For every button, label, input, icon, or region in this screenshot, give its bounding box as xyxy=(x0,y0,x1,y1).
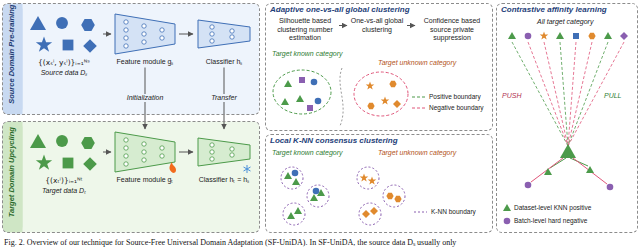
stage-panel: Local K-NN consensus clustering xyxy=(265,134,493,233)
domain-panel: Target Domain Upcycling {(xₜⁱ)}ᵢ₌₁ᴺᵗTarge… xyxy=(2,121,260,233)
panel-heading: Contrastive affinity learning xyxy=(497,4,637,15)
connector-arrow xyxy=(103,152,111,153)
panel-heading: Local K-NN consensus clustering xyxy=(266,135,492,146)
target-samples xyxy=(30,134,97,171)
module-label: Classifier hₛ xyxy=(194,58,254,67)
band xyxy=(3,122,23,233)
legend-text: K-NN boundary xyxy=(431,208,476,216)
figure-label: Target unknown category xyxy=(378,149,456,157)
step-label: One-vs-all global clustering xyxy=(348,17,406,34)
module-shape xyxy=(112,130,178,174)
figure-label: Target unknown category xyxy=(378,59,456,67)
figure-label: PULL xyxy=(604,92,622,100)
band xyxy=(3,4,23,115)
source-samples xyxy=(30,16,97,53)
data-caption: Source data Dₛ xyxy=(26,68,102,77)
connector-label: Initialization xyxy=(125,94,166,102)
network-module: Classifier hₜ = hₛ xyxy=(194,130,254,185)
panel-heading: Target Domain Upcycling xyxy=(8,122,17,222)
panel-heading: Source Domain Pre-training xyxy=(8,4,17,104)
connector-arrow xyxy=(179,34,193,35)
figure-label: PUSH xyxy=(502,92,521,100)
legend-text: Dataset-level KNN positive xyxy=(514,204,591,212)
data-formula: {(xₛⁱ, yₛⁱ)}ᵢ₌₁ᴺˢ xyxy=(26,58,102,68)
module-shape xyxy=(194,12,254,56)
data-formula: {(xₜⁱ)}ᵢ₌₁ᴺᵗ xyxy=(26,176,102,186)
data-caption: Target data Dₜ xyxy=(26,186,102,195)
legend-text: Negative boundary xyxy=(429,104,484,112)
stage-panel: Adaptive one-vs-all global clusteringSil… xyxy=(265,3,493,131)
step-label: Silhouette based clustering number estim… xyxy=(272,17,338,43)
connector-arrow xyxy=(407,25,415,26)
network-module: Feature module gₛ xyxy=(112,12,178,67)
module-label: Classifier hₜ = hₛ xyxy=(194,176,254,185)
knn-clustering-figure xyxy=(281,167,427,225)
data-group: {(xₛⁱ, yₛⁱ)}ᵢ₌₁ᴺˢSource data Dₛ xyxy=(26,12,102,77)
network-module: Classifier hₛ xyxy=(194,12,254,67)
module-label: Feature module gₛ xyxy=(112,58,178,67)
process-step: Silhouette based clustering number estim… xyxy=(272,16,338,44)
figure-label: All target category xyxy=(537,18,593,26)
network-module: Feature module gₜ xyxy=(112,130,178,185)
global-clustering-figure xyxy=(273,68,426,126)
contrastive-figure xyxy=(503,32,628,225)
connector-arrow xyxy=(179,152,193,153)
module-shape xyxy=(112,12,178,56)
panel-ground xyxy=(3,122,260,233)
connector-label: Transfer xyxy=(209,94,239,102)
panel-heading: Adaptive one-vs-all global clustering xyxy=(266,4,492,15)
legend-text: Batch-level hard negative xyxy=(514,217,587,225)
legend-text: Positive boundary xyxy=(429,93,481,101)
data-group: {(xₜⁱ)}ᵢ₌₁ᴺᵗTarget data Dₜ xyxy=(26,130,102,195)
figure-label: Target known category xyxy=(272,149,343,157)
process-step: Confidence based source private suppress… xyxy=(416,16,488,44)
figure-label: Target known category xyxy=(272,50,343,58)
step-label: Confidence based source private suppress… xyxy=(416,17,488,43)
process-step: One-vs-all global clustering xyxy=(348,16,406,35)
panel-ground xyxy=(3,4,260,115)
connector-arrow xyxy=(103,34,111,35)
stage-panel: Contrastive affinity learning xyxy=(496,3,638,233)
module-label: Feature module gₜ xyxy=(112,176,178,185)
module-shape xyxy=(194,130,254,174)
connector-arrow xyxy=(339,25,347,26)
figure-caption: Fig. 2. Overview of our technique for So… xyxy=(4,238,456,248)
